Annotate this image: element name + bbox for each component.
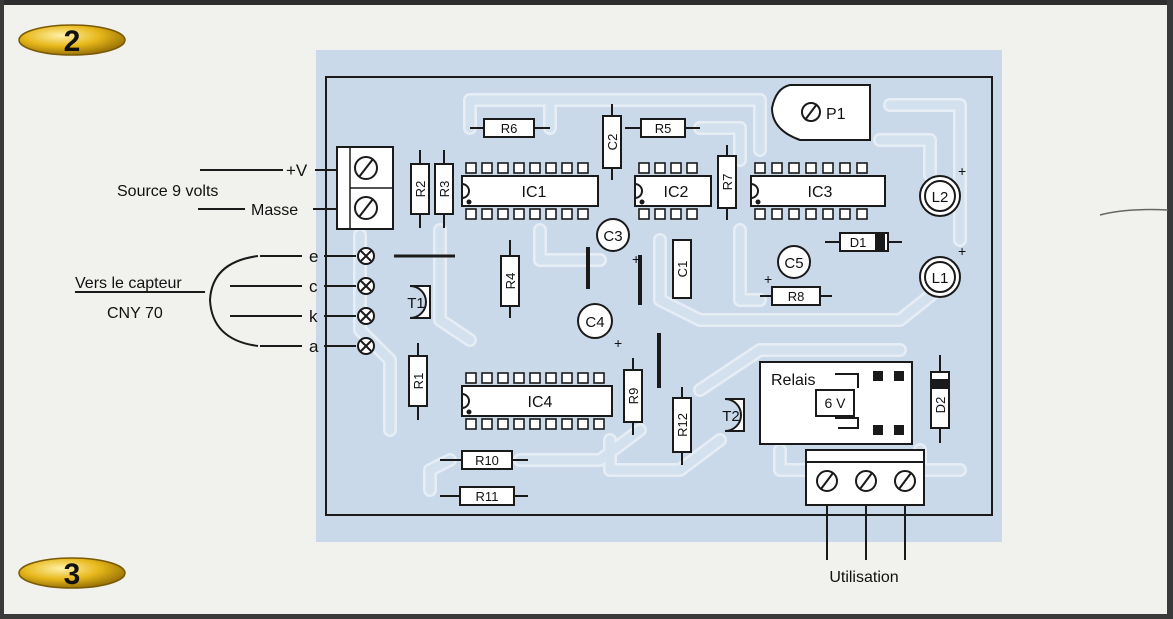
label-r10: R10	[475, 453, 499, 468]
label-r1: R1	[411, 373, 426, 390]
resistor-r9	[623, 369, 643, 423]
capacitor-c1-body	[672, 239, 692, 299]
ic3-package	[750, 175, 886, 207]
ic1-package	[461, 175, 599, 207]
resistor-r12	[672, 397, 692, 453]
label-ic3: IC3	[808, 184, 833, 201]
electrolytic-capacitors	[577, 218, 811, 339]
leds	[919, 175, 961, 298]
sensor-wires	[75, 255, 356, 347]
supply-wires	[198, 169, 337, 210]
label-c1: C1	[675, 261, 690, 278]
resistor-r3	[434, 163, 454, 215]
ic2-package	[634, 175, 712, 207]
pin-label-c: c	[309, 277, 318, 296]
plus-v-label: +V	[286, 161, 308, 180]
ic-pins	[465, 162, 868, 430]
label-r11: R11	[476, 489, 499, 504]
relay	[759, 361, 913, 445]
sensor-pad-e	[357, 247, 375, 265]
plus-c4: +	[614, 335, 622, 351]
label-c5: C5	[784, 255, 803, 272]
label-p1: P1	[826, 106, 846, 123]
pin-label-k: k	[309, 307, 318, 326]
label-ic2: IC2	[664, 184, 689, 201]
step-badge-3: 3	[18, 557, 126, 591]
label-d1: D1	[850, 235, 867, 250]
resistors	[408, 115, 821, 506]
supply-terminal-block	[336, 146, 394, 230]
resistor-r11	[459, 486, 515, 506]
ic4-package	[461, 385, 613, 417]
step-badge-3-text: 3	[64, 558, 81, 591]
sensor-pad-k	[357, 307, 375, 325]
sensor-pad-c	[357, 277, 375, 295]
label-c2: C2	[605, 134, 620, 151]
sensor-label-line1: Vers le capteur	[75, 275, 182, 292]
label-c3: C3	[603, 228, 622, 245]
transistors	[409, 285, 745, 432]
label-r3: R3	[437, 181, 452, 198]
sensor-pads	[357, 247, 375, 355]
diode-d1	[839, 232, 889, 252]
resistor-r8	[771, 286, 821, 306]
capacitor-c2-body	[602, 115, 622, 169]
label-r12: R12	[675, 413, 690, 437]
label-d2: D2	[933, 397, 948, 414]
label-t2: T2	[722, 408, 740, 425]
resistor-r7	[717, 155, 737, 209]
resistor-r4	[500, 255, 520, 307]
potentiometer-p1	[770, 84, 871, 141]
step-badge-2-text: 2	[64, 25, 81, 58]
resistor-r2	[410, 163, 430, 215]
output-label: Utilisation	[829, 569, 898, 586]
resistor-r5	[640, 118, 686, 138]
transistor-t1	[409, 285, 431, 319]
diode-d2	[930, 371, 950, 429]
capacitor-c5	[777, 245, 811, 279]
label-relay-voltage: 6 V	[824, 395, 846, 411]
label-relay: Relais	[771, 372, 815, 389]
label-l1: L1	[932, 270, 949, 287]
plus-l1: +	[958, 243, 966, 259]
label-l2: L2	[932, 189, 949, 206]
label-r8: R8	[788, 289, 805, 304]
sensor-pad-a	[357, 337, 375, 355]
capacitor-c3	[596, 218, 630, 252]
step-badge-2: 2	[18, 24, 126, 58]
plus-l2: +	[958, 163, 966, 179]
sensor-label-line2: CNY 70	[107, 305, 163, 322]
transistor-t2	[724, 398, 745, 432]
label-c4: C4	[585, 314, 604, 331]
label-r5: R5	[655, 121, 672, 136]
ground-label: Masse	[251, 202, 298, 219]
resistor-r6	[483, 118, 535, 138]
label-ic1: IC1	[522, 184, 547, 201]
output-terminal-block	[805, 449, 925, 506]
integrated-circuits	[461, 175, 886, 417]
label-r2: R2	[413, 181, 428, 198]
label-t1: T1	[407, 295, 425, 312]
plus-c3: +	[632, 251, 640, 267]
pin-label-e: e	[309, 247, 318, 266]
pin-label-a: a	[309, 337, 319, 356]
label-ic4: IC4	[528, 394, 553, 411]
plus-c5: +	[764, 271, 772, 287]
resistor-r1	[408, 355, 428, 407]
resistor-r10	[461, 450, 513, 470]
ic-pin1-dots	[466, 199, 761, 415]
label-r6: R6	[501, 121, 518, 136]
label-r4: R4	[503, 273, 518, 290]
label-r9: R9	[626, 388, 641, 405]
label-r7: R7	[720, 174, 735, 191]
capacitor-c4	[577, 303, 613, 339]
component-leads	[394, 104, 941, 560]
wire-straps	[394, 247, 661, 388]
supply-label: Source 9 volts	[117, 183, 218, 200]
